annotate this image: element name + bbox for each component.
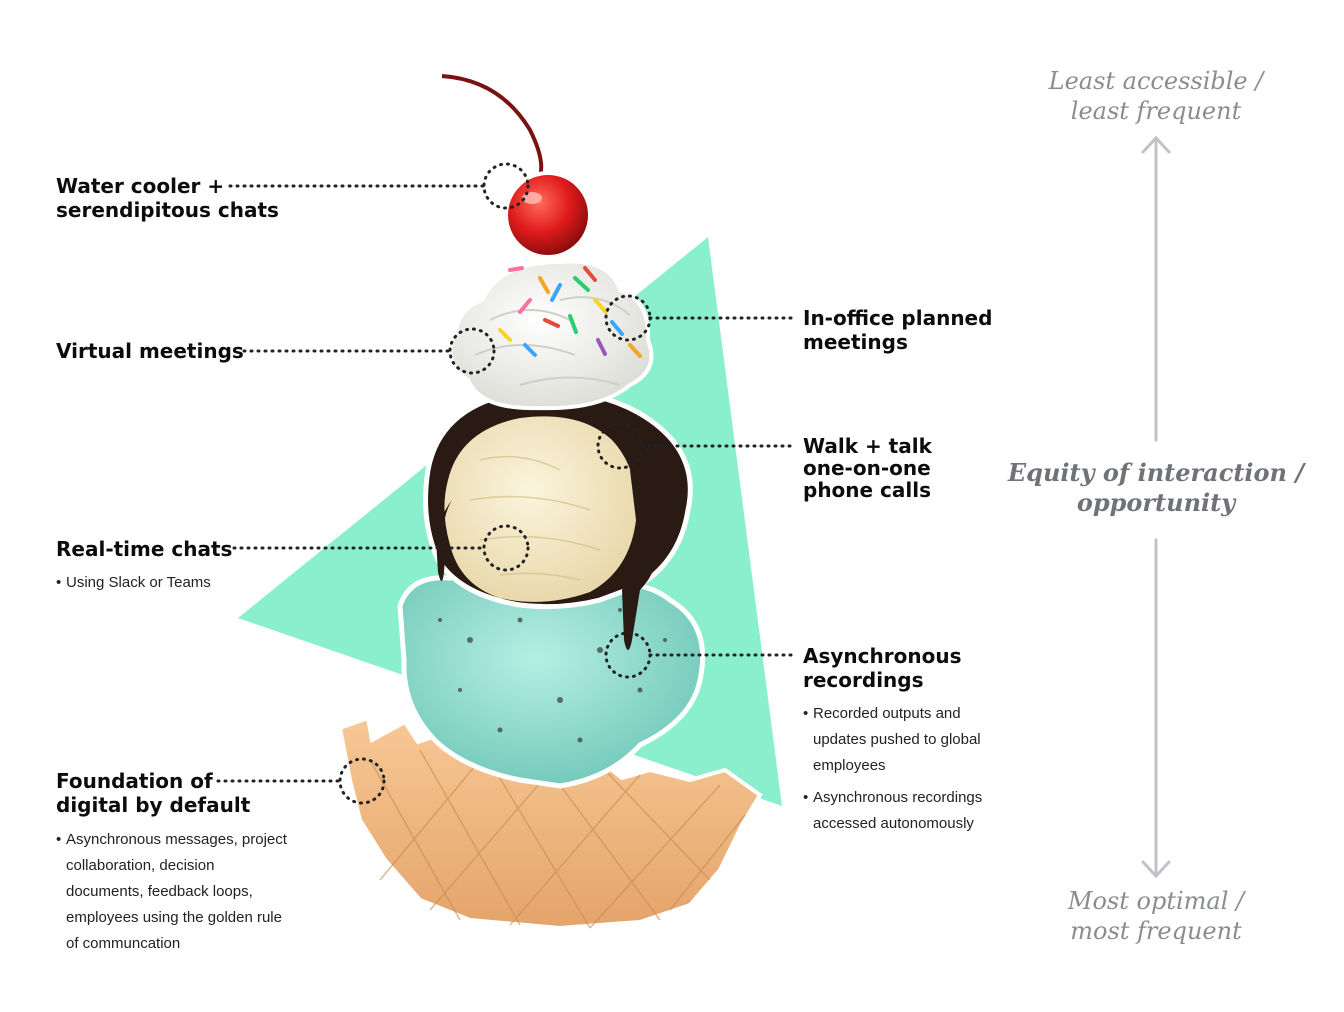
label-real-time: Real-time chats: [56, 537, 233, 561]
label-foundation: Foundation of digital by default: [56, 769, 251, 817]
whipped-cream: [448, 259, 654, 411]
label-in-office: In-office planned meetings: [803, 306, 993, 354]
callout-circle-virtual-meetings: [448, 327, 496, 375]
label-walk-talk: Walk + talk one-on-one phone calls: [803, 434, 932, 502]
label-async-recordings: Asynchronous recordings: [803, 644, 962, 692]
label-virtual-meetings: Virtual meetings: [56, 339, 244, 363]
axis-top-label: Least accessible / least frequent: [1048, 67, 1264, 125]
equity-axis: [1141, 135, 1171, 879]
waffle-bowl: [337, 715, 763, 931]
axis-bottom-label: Most optimal / most frequent: [1067, 887, 1245, 945]
fudge-vanilla-scoop: [423, 388, 693, 650]
bullets-foundation: Asynchronous messages, project collabora…: [56, 827, 287, 963]
bullet-item: Asynchronous messages, project collabora…: [56, 827, 287, 957]
label-water-cooler: Water cooler + serendipitous chats: [56, 174, 279, 222]
bullet-item: Using Slack or Teams: [56, 570, 211, 596]
axis-center-label: Equity of interaction / opportunity: [1007, 458, 1305, 517]
callout-circle-real-time: [482, 524, 530, 572]
bullets-real-time: Using Slack or Teams: [56, 570, 211, 602]
callout-circle-foundation: [338, 757, 386, 805]
bullets-async-recordings: Recorded outputs and updates pushed to g…: [803, 701, 982, 843]
bullet-item: Recorded outputs and updates pushed to g…: [803, 701, 982, 779]
bullet-item: Asynchronous recordings accessed autonom…: [803, 785, 982, 837]
